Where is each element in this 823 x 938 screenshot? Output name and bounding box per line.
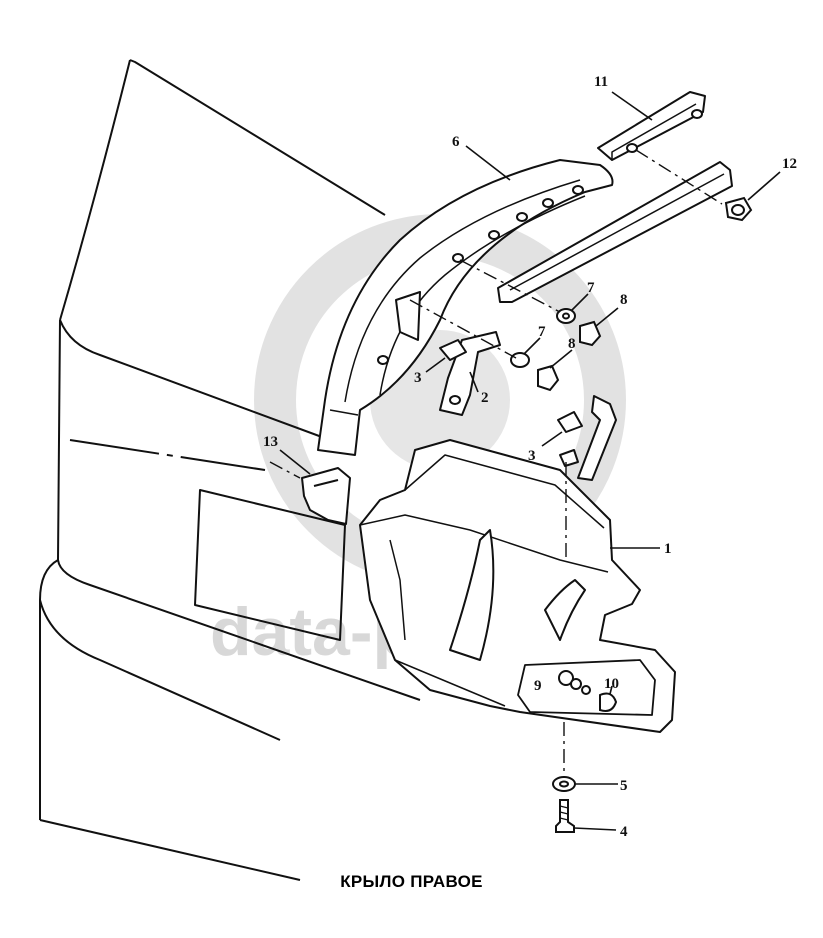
leader-lines <box>279 91 781 831</box>
part-9-bolt <box>558 670 574 686</box>
callout-6: 6 <box>452 134 460 150</box>
washer-7-lower <box>510 352 530 368</box>
diagram-caption: КРЫЛО ПРАВОЕ <box>340 872 483 891</box>
fasteners-7-8 <box>510 308 602 392</box>
callout-3-upper: 3 <box>414 370 422 386</box>
part-3-clip-lower <box>557 411 583 467</box>
callout-13: 13 <box>263 434 278 450</box>
body-lower-crease <box>57 559 421 701</box>
leader-11 <box>611 91 653 121</box>
body-side-crease <box>39 319 61 820</box>
body-window <box>194 489 346 641</box>
part-11-upper-rail <box>597 91 706 161</box>
parts-4-5 <box>552 776 576 833</box>
leader-7a <box>571 293 589 311</box>
part-12-end-cap <box>724 196 753 222</box>
callout-4: 4 <box>620 824 628 840</box>
leader-6 <box>465 145 511 181</box>
callout-1: 1 <box>664 541 672 557</box>
part-3-clip-upper <box>439 339 467 361</box>
callout-9: 9 <box>534 678 542 694</box>
lower-rail <box>497 161 733 303</box>
assembly-axes <box>269 149 723 778</box>
car-body <box>39 59 421 881</box>
callout-5: 5 <box>620 778 628 794</box>
part-13-plate <box>301 467 351 525</box>
callout-11: 11 <box>594 74 608 90</box>
body-side-upper <box>59 319 331 441</box>
callout-labels: 11 12 6 7 8 7 8 3 2 3 13 1 9 10 5 4 <box>263 74 797 840</box>
leader-10 <box>609 685 613 695</box>
leader-7b <box>523 337 541 355</box>
callout-8-lower: 8 <box>568 336 576 352</box>
leader-8b <box>549 349 573 369</box>
part-4-screw <box>555 799 575 833</box>
body-roof-edge <box>129 59 386 216</box>
part-1-fender-liner <box>359 439 676 733</box>
body-rear-pillar <box>59 59 131 321</box>
body-bumper-line <box>39 599 281 741</box>
leader-3a <box>425 357 446 373</box>
callout-12: 12 <box>782 156 797 172</box>
nut-8-upper <box>579 320 602 347</box>
body-mid-line <box>69 439 266 471</box>
callout-2: 2 <box>481 390 489 406</box>
leader-2 <box>469 371 479 393</box>
leader-13 <box>279 449 311 475</box>
part-10-grommet <box>599 692 618 712</box>
callout-7-lower: 7 <box>538 324 546 340</box>
parts-9-10-lamp-hardware <box>558 670 618 712</box>
callout-3-lower: 3 <box>528 448 536 464</box>
leader-12 <box>747 171 781 201</box>
upright-bracket <box>577 395 617 481</box>
nut-8-lower <box>537 364 560 392</box>
callout-7-upper: 7 <box>587 280 595 296</box>
leader-8a <box>595 307 619 327</box>
body-skirt-line <box>39 819 301 881</box>
callout-8-upper: 8 <box>620 292 628 308</box>
leader-4 <box>573 827 617 831</box>
callout-10: 10 <box>604 676 619 692</box>
leader-3b <box>541 431 563 447</box>
